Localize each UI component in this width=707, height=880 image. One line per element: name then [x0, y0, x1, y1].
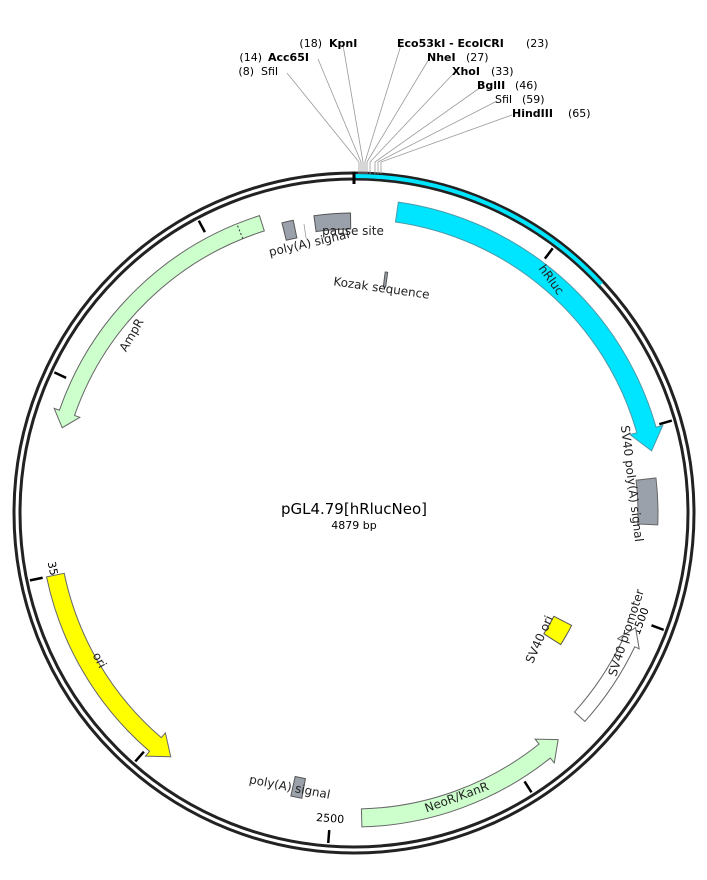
- feature-hRluc: [394, 201, 664, 452]
- feature-sv40-promoter: [573, 626, 640, 723]
- feature-sv40-polya: [635, 477, 659, 526]
- site-kpni-pos: (18): [299, 37, 322, 50]
- site-sfi59-pos: (59): [522, 93, 545, 106]
- site-acc65i-name: Acc65I: [268, 51, 309, 64]
- site-bglii-pos: (46): [515, 79, 538, 92]
- site-acc65i-pos: (14): [239, 51, 262, 64]
- tick-label-2500: 2500: [316, 811, 345, 826]
- leader-xhoi: [369, 72, 455, 163]
- leader-eco53ki: [364, 44, 402, 163]
- label-ori: ori: [90, 650, 110, 670]
- feature-sv40-ori: [543, 615, 573, 646]
- tick-mark-4000: [53, 371, 67, 380]
- label-polya-bottom: poly(A) signal: [248, 772, 331, 801]
- map-title: pGL4.79[hRlucNeo]: [281, 500, 427, 518]
- tick-mark-500: [543, 247, 554, 260]
- site-nhei-pos: (27): [466, 51, 489, 64]
- site-leaders: [286, 44, 513, 163]
- site-hindiii-name: HindIII: [512, 107, 553, 120]
- site-eco53ki-name: Eco53kI - EcoICRI: [397, 37, 504, 50]
- site-nhei-name: NheI: [427, 51, 456, 64]
- label-sv40-ori: SV40 ori: [523, 613, 556, 665]
- feature-pause-site: [313, 212, 352, 233]
- leader-sfi-8: [286, 72, 360, 163]
- site-xhoi-pos: (33): [491, 65, 514, 78]
- tick-mark-1000: [659, 419, 673, 426]
- site-eco53ki-pos: (23): [526, 37, 549, 50]
- leader-kpni: [342, 44, 364, 163]
- tick-mark-2500: [326, 829, 331, 844]
- connector-polya-top: [303, 223, 307, 239]
- leader-sfi-59: [377, 100, 498, 163]
- leader-nhei: [366, 58, 430, 163]
- leader-acc65i: [317, 58, 362, 163]
- mcs-highlight: [353, 174, 603, 286]
- label-pause-site: pause site: [322, 224, 384, 238]
- tick-mark-3000: [134, 750, 145, 763]
- site-hindiii-pos: (65): [568, 107, 591, 120]
- label-kozak: Kozak sequence: [333, 274, 431, 301]
- site-stubs: [358, 162, 382, 174]
- site-sfi8-name: SfiI: [261, 65, 278, 78]
- site-sfi8-pos: (8): [238, 65, 254, 78]
- site-labels: (18) KpnI (14) Acc65I (8) SfiI Eco53kI -…: [238, 37, 590, 120]
- feature-ampr: [53, 215, 265, 429]
- tick-mark-1500: [651, 624, 665, 632]
- connectors: [303, 223, 307, 239]
- feature-ori: [45, 572, 172, 758]
- tick-mark-4500: [197, 220, 206, 233]
- feature-polya-top: [281, 219, 298, 241]
- features: [45, 201, 664, 828]
- leader-bglii: [374, 86, 482, 163]
- site-bglii-name: BglII: [477, 79, 505, 92]
- feature-kozak: [382, 271, 389, 288]
- ampr-promoter-divider: [236, 223, 244, 239]
- site-kpni-name: KpnI: [329, 37, 357, 50]
- site-xhoi-name: XhoI: [452, 65, 480, 78]
- tick-mark-3500: [29, 576, 43, 582]
- tick-mark-2000: [523, 780, 533, 794]
- feature-neor: [360, 738, 559, 828]
- map-length: 4879 bp: [331, 519, 376, 532]
- leader-hindiii: [380, 114, 513, 163]
- feature-polya-bottom: [290, 775, 306, 799]
- site-sfi59-name: SfiI: [495, 93, 512, 106]
